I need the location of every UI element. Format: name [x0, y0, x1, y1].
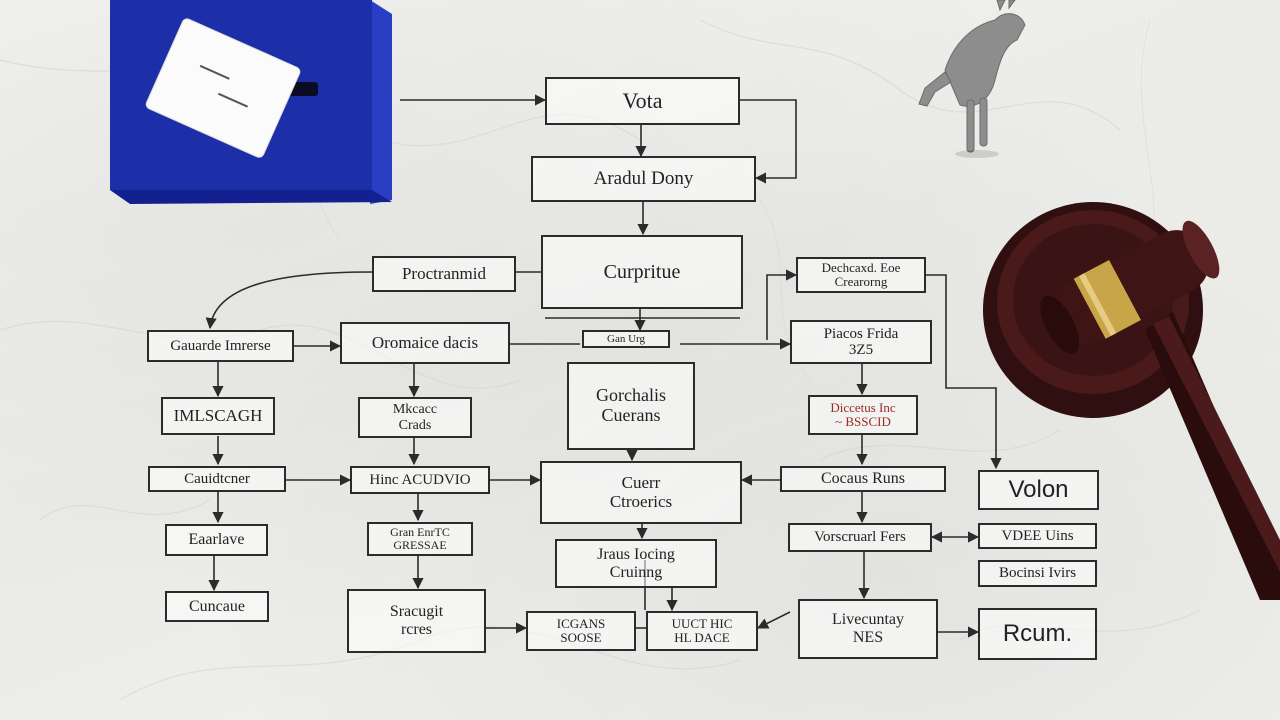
node-cocaus-runs: Cocaus Runs: [780, 466, 946, 492]
node-bocinsi-ivirs: Bocinsi Ivirs: [978, 560, 1097, 587]
node-piacos-frida: Piacos Frida 3Z5: [790, 320, 932, 364]
node-volon: Volon: [978, 470, 1099, 510]
node-eaarlave: Eaarlave: [165, 524, 268, 556]
ballot-box-icon: [110, 0, 392, 204]
node-proctranmid: Proctranmid: [372, 256, 516, 292]
node-gauarde-imrerse: Gauarde Imrerse: [147, 330, 294, 362]
node-aradul-dony: Aradul Dony: [531, 156, 756, 202]
node-diccetus-inc: Diccetus Inc ~ BSSCID: [808, 395, 918, 435]
node-uuct-hic: UUCT HIC HL DACE: [646, 611, 758, 651]
node-gran-enrtc: Gran EnrTC GRESSAE: [367, 522, 473, 556]
node-icgans-soose: ICGANS SOOSE: [526, 611, 636, 651]
node-jraus-iocing: Jraus Iocing Cruinng: [555, 539, 717, 588]
node-mkcacc-crads: Mkcacc Crads: [358, 397, 472, 438]
node-dechcaxd: Dechcaxd. Eoe Crearorng: [796, 257, 926, 293]
node-cuerr-ctroerics: Cuerr Ctroerics: [540, 461, 742, 524]
node-vdee-uins: VDEE Uins: [978, 523, 1097, 549]
node-cauidtcner: Cauidtcner: [148, 466, 286, 492]
node-gan-urg: Gan Urg: [582, 330, 670, 348]
donkey-figurine: [918, 0, 1026, 158]
node-hinc-acudvio: Hinc ACUDVIO: [350, 466, 490, 494]
node-curpritue: Curpritue: [541, 235, 743, 309]
gavel-icon: [983, 202, 1280, 600]
node-imlscagh: IMLSCAGH: [161, 397, 275, 435]
node-cuncaue: Cuncaue: [165, 591, 269, 622]
node-gorchalis-cuerans: Gorchalis Cuerans: [567, 362, 695, 450]
node-vota: Vota: [545, 77, 740, 125]
node-livecuntay: Livecuntay NES: [798, 599, 938, 659]
node-sracugit-rcres: Sracugit rcres: [347, 589, 486, 653]
node-rcum: Rcum.: [978, 608, 1097, 660]
node-oromaice-dacis: Oromaice dacis: [340, 322, 510, 364]
node-vorscruarl-fers: Vorscruarl Fers: [788, 523, 932, 552]
